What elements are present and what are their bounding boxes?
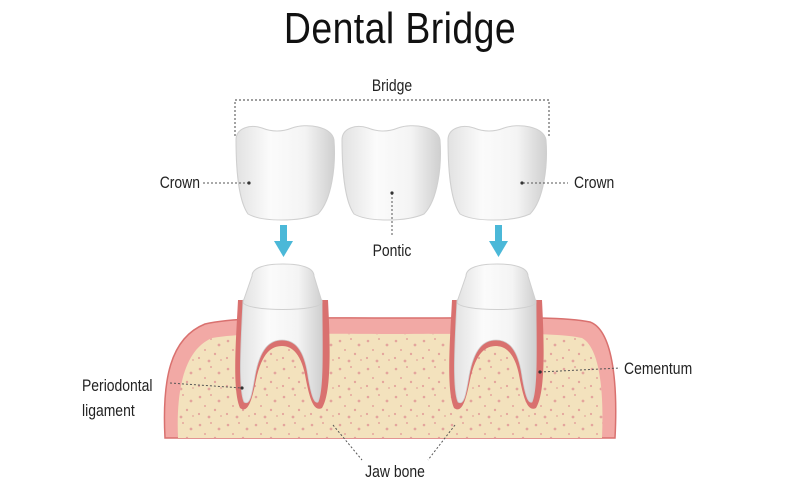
abutment-tooth-right xyxy=(449,263,544,410)
abutment-tooth-left xyxy=(235,263,330,410)
label-crown-right: Crown xyxy=(574,173,615,192)
arrow-down-icon-left xyxy=(274,225,293,257)
pontic-shape xyxy=(341,125,441,221)
label-periodontal-line2: ligament xyxy=(82,401,135,420)
crown-left-shape xyxy=(235,125,335,221)
label-crown-left: Crown xyxy=(159,173,200,192)
crown-right-shape xyxy=(447,125,547,221)
diagram-title: Dental Bridge xyxy=(283,4,517,53)
bridge-crowns xyxy=(235,125,547,221)
arrow-down-icon-right xyxy=(489,225,508,257)
label-pontic: Pontic xyxy=(372,241,412,260)
label-periodontal-line1: Periodontal xyxy=(82,376,153,395)
label-jaw-bone: Jaw bone xyxy=(365,462,425,481)
label-bridge: Bridge xyxy=(371,76,413,95)
leader-lines xyxy=(169,182,621,461)
bridge-bracket xyxy=(234,99,550,136)
label-cementum: Cementum xyxy=(624,359,693,378)
